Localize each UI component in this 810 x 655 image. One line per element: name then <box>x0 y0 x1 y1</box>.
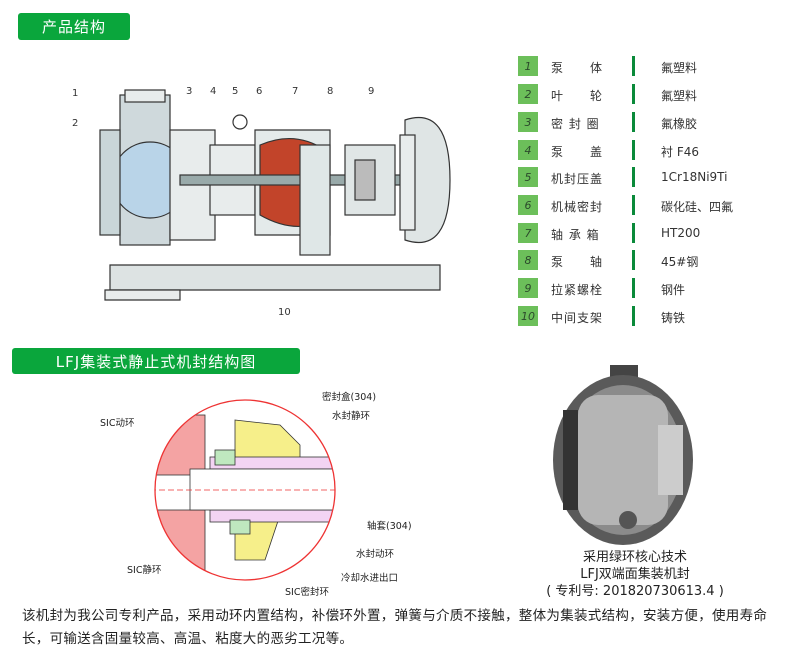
callout-2: 2 <box>72 118 79 129</box>
pump-diagram <box>99 89 451 301</box>
part-number: 4 <box>518 140 538 160</box>
label-cooling-water-port: 冷却水进出口 <box>341 573 399 584</box>
part-material: 氟塑料 <box>661 61 698 75</box>
label-shaft-sleeve: 轴套(304) <box>367 521 412 532</box>
callout-9: 9 <box>368 86 375 97</box>
part-name: 叶 轮 <box>551 89 604 103</box>
part-number: 2 <box>518 84 538 104</box>
label-seal-box: 密封盒(304) <box>322 392 377 403</box>
part-number: 5 <box>518 167 538 187</box>
callout-6: 6 <box>256 86 263 97</box>
description-text: 该机封为我公司专利产品，采用动环内置结构，补偿环外置，弹簧与介质不接触，整体为集… <box>22 608 768 647</box>
part-name: 泵 轴 <box>551 255 604 269</box>
part-material: 钢件 <box>661 283 686 297</box>
callout-1: 1 <box>72 88 79 99</box>
label-water-static-ring: 水封静环 <box>332 411 371 422</box>
part-material: 45#钢 <box>661 255 699 269</box>
part-name: 轴 承 箱 <box>551 228 600 242</box>
part-row: 10 中间支架 铸铁 <box>518 306 788 326</box>
part-name: 中间支架 <box>551 311 604 325</box>
part-material: 碳化硅、四氟 <box>661 200 734 214</box>
divider <box>632 140 635 160</box>
part-row: 8 泵 轴 45#钢 <box>518 250 788 270</box>
part-number: 7 <box>518 223 538 243</box>
part-row: 9 拉紧螺栓 钢件 <box>518 278 788 298</box>
label-sic-static-ring: SIC静环 <box>127 565 162 576</box>
part-row: 7 轴 承 箱 HT200 <box>518 223 788 243</box>
part-name: 机封压盖 <box>551 172 604 186</box>
part-name: 密 封 圈 <box>551 117 600 131</box>
part-material: 衬 F46 <box>661 145 699 159</box>
divider <box>632 250 635 270</box>
part-material: 氟塑料 <box>661 89 698 103</box>
part-number: 8 <box>518 250 538 270</box>
caption-patent-number: ( 专利号: 201820730613.4 ) <box>546 584 724 599</box>
caption-line-1: 采用绿环核心技术 <box>582 550 687 565</box>
divider <box>632 306 635 326</box>
callout-7: 7 <box>292 86 299 97</box>
part-material: 氟橡胶 <box>661 117 698 131</box>
seal-cross-section-diagram <box>154 399 336 581</box>
part-number: 1 <box>518 56 538 76</box>
part-row: 3 密 封 圈 氟橡胶 <box>518 112 788 132</box>
part-row: 6 机械密封 碳化硅、四氟 <box>518 195 788 215</box>
part-name: 机械密封 <box>551 200 604 214</box>
divider <box>632 278 635 298</box>
part-number: 3 <box>518 112 538 132</box>
part-row: 2 叶 轮 氟塑料 <box>518 84 788 104</box>
part-row: 4 泵 盖 衬 F46 <box>518 140 788 160</box>
callout-5: 5 <box>232 86 239 97</box>
divider <box>632 223 635 243</box>
callout-4: 4 <box>210 86 217 97</box>
callout-10: 10 <box>278 307 291 318</box>
divider <box>632 112 635 132</box>
section-header-seal-structure: LFJ集装式静止式机封结构图 <box>12 348 300 374</box>
section-header-product-structure: 产品结构 <box>18 13 130 40</box>
divider <box>632 84 635 104</box>
divider <box>632 167 635 187</box>
label-sic-moving-ring: SIC动环 <box>100 418 135 429</box>
label-sic-seal-ring: SIC密封环 <box>285 587 329 598</box>
part-name: 泵 体 <box>551 61 604 75</box>
part-material: 铸铁 <box>661 311 686 325</box>
caption-line-2: LFJ双端面集装机封 <box>580 567 690 582</box>
part-name: 泵 盖 <box>551 145 604 159</box>
divider <box>632 195 635 215</box>
callout-8: 8 <box>327 86 334 97</box>
part-row: 5 机封压盖 1Cr18Ni9Ti <box>518 167 788 187</box>
part-number: 6 <box>518 195 538 215</box>
label-water-moving-ring: 水封动环 <box>356 549 395 560</box>
part-material: 1Cr18Ni9Ti <box>661 170 728 184</box>
part-number: 10 <box>518 306 538 326</box>
part-row: 1 泵 体 氟塑料 <box>518 56 788 76</box>
callout-3: 3 <box>186 86 193 97</box>
divider <box>632 56 635 76</box>
part-material: HT200 <box>661 226 701 240</box>
part-name: 拉紧螺栓 <box>551 283 604 297</box>
seal-product-photo <box>553 365 693 545</box>
part-number: 9 <box>518 278 538 298</box>
